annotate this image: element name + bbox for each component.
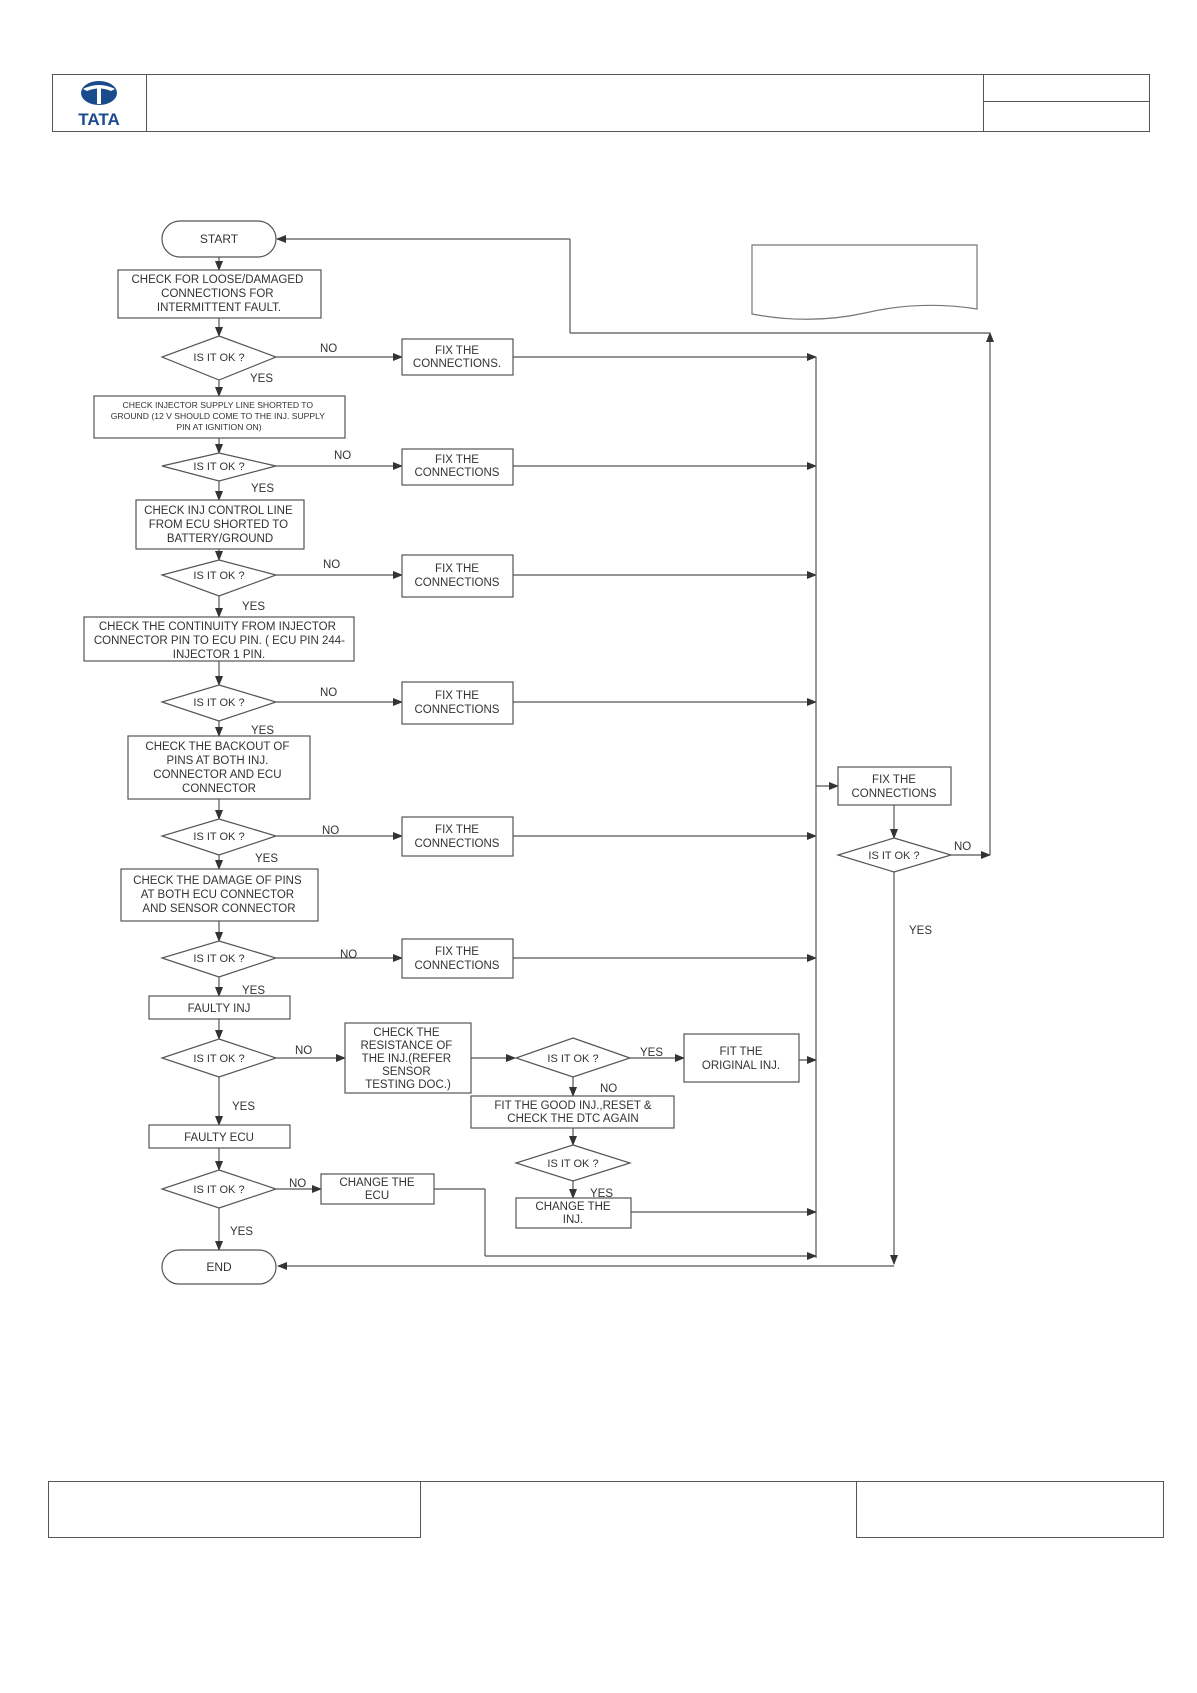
no-label-7: NO: [295, 1045, 312, 1057]
step-check-control-line-box: [135, 499, 305, 550]
decision-diamond-6: [160, 940, 278, 978]
decision-diamond-3: [160, 559, 278, 597]
decision-text-right: IS IT OK ?: [868, 850, 919, 862]
start-terminator: [161, 220, 277, 258]
decision-diamond-4: [160, 684, 278, 722]
decision-text-5: IS IT OK ?: [193, 831, 244, 843]
end-label: END: [206, 1260, 232, 1274]
fix-connections-box-1: [401, 338, 514, 376]
decision-diamond-5: [160, 818, 278, 856]
decision-text-2: IS IT OK ?: [193, 461, 244, 473]
no-label-4: NO: [320, 687, 337, 699]
logo-text: TATA: [78, 110, 120, 129]
step-check-continuity-text: CHECK THE CONTINUITY FROM INJECTOR CONNE…: [94, 621, 348, 661]
step-check-supply-text: CHECK INJECTOR SUPPLY LINE SHORTED TO GR…: [111, 400, 328, 432]
no-label-8: NO: [289, 1178, 306, 1190]
decision-diamond-8: [160, 1169, 278, 1209]
step-check-loose-box: [117, 269, 322, 319]
decision-diamond-2: [161, 452, 277, 482]
step-faulty-inj-box: [148, 995, 291, 1020]
logo-cell: TATA: [53, 75, 147, 131]
header-right-cell: [983, 75, 1150, 131]
step-check-control-line-text: CHECK INJ CONTROL LINE FROM ECU SHORTED …: [144, 505, 296, 545]
connector-lines: [215, 235, 994, 1270]
fix-connections-box-4: [401, 681, 514, 725]
step-check-damage-box: [120, 868, 319, 922]
no-label-2: NO: [334, 450, 351, 462]
footer-middle-box: [420, 1481, 857, 1538]
yes-label-6: YES: [242, 985, 265, 997]
decision-diamond-1: [160, 335, 278, 381]
check-resistance-text: CHECK THE RESISTANCE OF THE INJ.(REFER S…: [360, 1027, 455, 1091]
decision-diamond-resistance: [514, 1037, 632, 1078]
fit-good-inj-box: [470, 1095, 675, 1129]
yes-label-good-inj: YES: [590, 1188, 613, 1200]
decision-text-8: IS IT OK ?: [193, 1184, 244, 1196]
step-check-loose-text: CHECK FOR LOOSE/DAMAGED CONNECTIONS FOR …: [131, 274, 306, 314]
fix-connections-box-3: [401, 554, 514, 598]
decision-text-resistance: IS IT OK ?: [547, 1053, 598, 1065]
note-document-shape: [751, 244, 978, 320]
fix-connections-box-5: [401, 816, 514, 857]
end-terminator: [161, 1249, 277, 1285]
yes-label-3: YES: [242, 601, 265, 613]
header-divider: [984, 101, 1150, 102]
fit-original-inj-box: [683, 1033, 800, 1083]
yes-label-1: YES: [250, 373, 273, 385]
decision-text-good-inj: IS IT OK ?: [547, 1158, 598, 1170]
yes-label-8: YES: [230, 1226, 253, 1238]
decision-diamond-7: [160, 1038, 278, 1078]
step-faulty-inj-text: FAULTY INJ: [188, 1003, 251, 1015]
yes-label-right: YES: [909, 925, 932, 937]
change-ecu-box: [320, 1173, 435, 1205]
change-inj-box: [515, 1197, 632, 1229]
fix-connections-box-6: [401, 938, 514, 979]
fix-connections-box-2: [401, 448, 514, 486]
step-faulty-ecu-box: [148, 1124, 291, 1149]
start-label: START: [200, 232, 239, 246]
yes-label-resistance: YES: [640, 1047, 663, 1059]
check-resistance-box: [344, 1022, 472, 1094]
step-check-backout-text: CHECK THE BACKOUT OF PINS AT BOTH INJ. C…: [145, 741, 292, 795]
step-check-backout-box: [127, 735, 311, 800]
no-label-5: NO: [322, 825, 339, 837]
step-check-damage-text: CHECK THE DAMAGE OF PINS AT BOTH ECU CON…: [133, 875, 305, 915]
step-faulty-ecu-text: FAULTY ECU: [184, 1132, 254, 1144]
fix-connections-box-right: [837, 766, 952, 806]
yes-label-7: YES: [232, 1101, 255, 1113]
no-label-3: NO: [323, 559, 340, 571]
decision-text-1: IS IT OK ?: [193, 352, 244, 364]
decision-diamond-good-inj: [514, 1144, 632, 1182]
yes-label-5: YES: [255, 853, 278, 865]
yes-label-4: YES: [251, 725, 274, 737]
no-label-6: NO: [340, 949, 357, 961]
no-label-1: NO: [320, 343, 337, 355]
yes-label-2: YES: [251, 483, 274, 495]
decision-text-4: IS IT OK ?: [193, 697, 244, 709]
no-label-resistance: NO: [600, 1083, 617, 1095]
step-check-supply-box: [93, 395, 346, 439]
step-check-continuity-box: [83, 616, 355, 662]
no-label-right: NO: [954, 841, 971, 853]
footer-right-box: [856, 1481, 1164, 1538]
header-table: TATA: [52, 74, 1150, 132]
footer-left-box: [48, 1481, 421, 1538]
decision-text-7: IS IT OK ?: [193, 1053, 244, 1065]
decision-text-6: IS IT OK ?: [193, 953, 244, 965]
tata-logo: TATA: [78, 81, 120, 129]
fit-good-text: FIT THE GOOD INJ.,RESET &CHECK THE DTC A…: [494, 1100, 652, 1125]
decision-text-3: IS IT OK ?: [193, 570, 244, 582]
decision-diamond-right: [835, 837, 954, 873]
